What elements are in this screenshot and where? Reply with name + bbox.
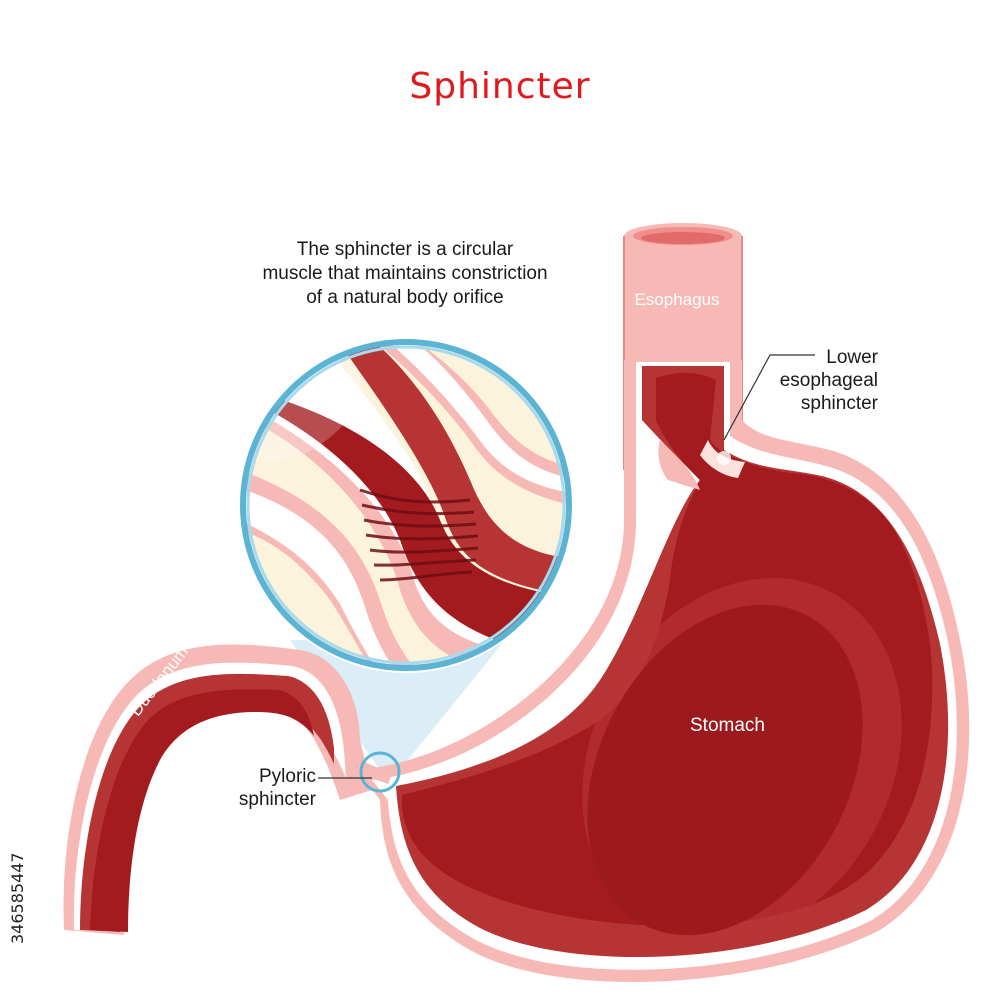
leader-lines xyxy=(318,354,815,779)
les-leader-line xyxy=(723,354,815,441)
sphincter-fibers xyxy=(359,488,479,582)
pyloric-sphincter xyxy=(359,751,401,793)
label-lower-esophageal-sphincter: Lower esophageal sphincter xyxy=(762,346,878,415)
description-line-2: muscle that maintains constriction xyxy=(262,263,548,284)
pyloric-label-line-2: sphincter xyxy=(238,789,316,810)
diagram-title: Sphincter xyxy=(409,66,591,107)
image-id: 346585447 xyxy=(8,852,27,944)
stomach xyxy=(358,360,970,983)
lower-esophageal-sphincter xyxy=(658,440,745,490)
les-label-line-3: sphincter xyxy=(800,393,878,414)
label-pyloric-sphincter: Pyloric sphincter xyxy=(224,765,316,811)
description-line-1: The sphincter is a circular xyxy=(296,239,514,260)
duodenum xyxy=(63,644,372,935)
pyloric-label-line-1: Pyloric xyxy=(258,766,316,787)
les-label-line-1: Lower xyxy=(826,347,878,368)
label-stomach: Stomach xyxy=(690,715,765,736)
les-label-line-2: esophageal xyxy=(779,370,878,391)
description-line-3: of a natural body orifice xyxy=(306,287,504,308)
label-esophagus: Esophagus xyxy=(634,290,720,309)
magnifier-cone xyxy=(290,640,505,776)
diagram-description: The sphincter is a circular muscle that … xyxy=(230,238,580,310)
magnifier xyxy=(238,337,574,673)
